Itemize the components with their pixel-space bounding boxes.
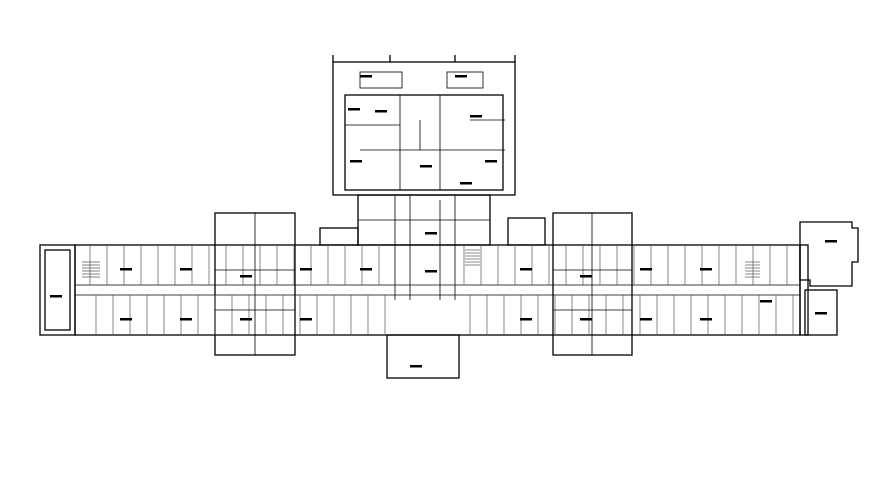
building-outline (39, 55, 859, 379)
room-label (520, 318, 532, 321)
south-entrance (386, 334, 460, 379)
room-label (485, 160, 497, 163)
room-label (470, 115, 482, 118)
north-planter-right (446, 71, 484, 89)
room-labels (50, 75, 837, 368)
room-label (348, 108, 360, 111)
room-label (640, 318, 652, 321)
east-pavilion (552, 212, 633, 356)
room-label (580, 275, 592, 278)
room-label (425, 270, 437, 273)
room-label (240, 275, 252, 278)
room-label (815, 312, 827, 315)
room-label (50, 295, 62, 298)
room-label (240, 318, 252, 321)
room-label (700, 318, 712, 321)
room-label (350, 160, 362, 163)
west-end-inner (44, 249, 71, 331)
north-frame (332, 55, 516, 62)
room-label (580, 318, 592, 321)
room-label (460, 182, 472, 185)
room-label (700, 268, 712, 271)
east-annex (507, 217, 546, 246)
east-building (799, 221, 859, 287)
room-label (120, 268, 132, 271)
interior-walls (75, 95, 800, 355)
room-label (520, 268, 532, 271)
room-label (360, 75, 372, 78)
room-label (425, 232, 437, 235)
room-label (180, 318, 192, 321)
room-label (360, 268, 372, 271)
east-small-building (804, 289, 838, 336)
west-annex (319, 227, 359, 246)
room-label (760, 300, 772, 303)
room-label (420, 165, 432, 168)
north-inner (344, 94, 504, 191)
room-label (300, 318, 312, 321)
room-label (410, 365, 422, 368)
room-label (300, 268, 312, 271)
room-label (825, 240, 837, 243)
room-label (120, 318, 132, 321)
north-planter-left (359, 71, 403, 89)
room-label (375, 110, 387, 113)
west-end-wing (39, 244, 76, 336)
room-label (640, 268, 652, 271)
room-label (180, 268, 192, 271)
room-label (455, 75, 467, 78)
